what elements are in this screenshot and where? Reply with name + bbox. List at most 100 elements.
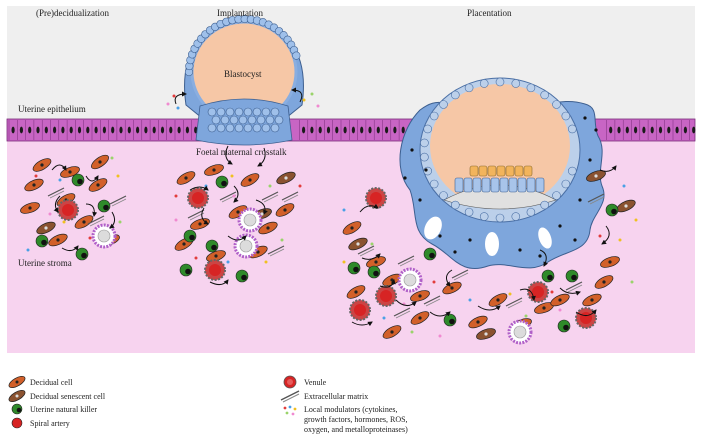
epithelial-nucleus [44,126,48,134]
decidual-cell [91,154,109,170]
inner-cell-mass-cell [216,123,226,133]
interaction-arrow [601,225,610,245]
trophoblast-lacunae [424,216,552,256]
legend-spiral-artery-label: Spiral artery [30,419,70,428]
syncytiotrophoblast-nucleus [518,248,522,252]
interaction-arrow [85,175,99,182]
local-modulator [438,334,442,338]
stage-predecidualization-label: (Pre)decidualization [36,8,109,18]
decidual-cell [594,275,614,289]
inner-cell-mass-cell [229,115,239,125]
cytotrophoblast-cell [464,207,474,217]
decidual-senescent-cell [348,237,368,251]
inner-cell-mass-cell [270,123,280,133]
local-modulator [432,280,436,284]
placentation-embryo-cells [420,77,577,223]
uterine-nk-cell [205,239,219,253]
interaction-arrow [85,203,98,217]
epiblast-cell [472,177,482,193]
local-modulator [232,194,236,198]
cytotrophoblast-cell [526,207,536,217]
amnion-cell [514,165,524,177]
epithelial-nucleus [393,126,397,134]
cytotrophoblast-cell [552,191,561,200]
cytotrophoblast-cell [567,124,577,134]
local-modulator [524,314,528,318]
local-modulator [62,220,66,224]
spiral-artery [507,319,533,345]
epithelial-nucleus [609,126,613,134]
top-background [7,6,695,120]
cytotrophoblast-cell [451,90,460,100]
legend-decidual-senescent-cell-label: Decidual senescent cell [30,392,106,401]
local-modulator [622,184,626,188]
inner-cell-mass-cell [247,115,257,125]
uterine-nk-cell [541,269,555,283]
legend-decidual-cell: Decidual cell [8,375,73,389]
extracellular-matrix-fiber [281,191,299,203]
inner-cell-mass-cell [207,123,217,133]
extracellular-matrix-fiber [261,191,279,203]
epithelial-nucleus [53,126,57,134]
uterine-nk-cell [35,234,49,248]
epithelial-nucleus [650,126,654,134]
syncytiotrophoblast-nucleus [573,238,577,242]
local-modulators-icon [283,405,297,416]
uterine-nk-cell [605,203,619,217]
venule [57,199,79,221]
legend-spiral-artery: Spiral artery [11,417,70,429]
uterine-nk-cell [367,265,381,279]
inner-cell-mass-cell [274,115,284,125]
epithelial-nucleus [160,126,165,134]
inner-cell-mass-cell [252,107,262,117]
extracellular-matrix-fiber [451,269,469,281]
local-modulator [194,256,198,260]
interaction-arrow [291,87,303,103]
local-modulator [268,184,272,188]
epithelial-nucleus [77,126,82,134]
implantation-trophoblast-cells [184,14,301,133]
venule [204,259,226,281]
epithelial-nucleus [144,126,148,134]
local-modulator [230,174,234,178]
inner-cell-mass-cell [265,115,275,125]
epiblast-cell [535,177,545,193]
stage-placentation-label: Placentation [467,8,512,18]
local-modulator [280,238,284,242]
local-modulator [174,194,178,198]
interaction-arrow [539,249,549,267]
local-modulator [508,292,512,296]
epithelial-nucleus [127,126,131,134]
epithelial-nucleus [310,126,314,134]
amnion-cell [487,165,497,177]
uterine-nk-cell [97,199,111,213]
epithelial-nucleus [111,126,115,134]
decidual-cell [468,315,488,329]
foetal-maternal-crosstalk-label: Foetal maternal crosstalk [196,147,287,157]
epithelial-nucleus [102,126,106,134]
decidual-cell [488,293,508,307]
decidual-cell [258,221,278,235]
epithelial-nucleus [177,126,181,134]
epiblast-cell [508,177,518,193]
amnion-cell [505,165,515,177]
epithelial-nucleus [368,126,372,134]
local-modulator [342,208,346,212]
epithelial-nucleus [302,126,306,134]
epithelial-nucleus [194,126,198,134]
venule [187,187,209,209]
epithelial-nucleus [658,126,663,134]
extracellular-matrix-fiber [267,245,285,257]
extracellular-matrix-fiber [109,195,127,207]
cytotrophoblast-cell [495,213,505,223]
epithelial-nucleus [86,126,90,134]
decidual-cell [275,203,295,217]
syncytiotrophoblast-nucleus [594,128,598,132]
uterine-nk-cell [71,173,85,187]
inner-cell-mass-cell [261,123,271,133]
uterine-stroma-label: Uterine stroma [18,258,72,268]
epithelial-nucleus [94,126,98,134]
decidual-senescent-cell [276,171,296,185]
uterine-epithelium-label: Uterine epithelium [18,104,86,114]
uterine-nk-cell [75,247,89,261]
